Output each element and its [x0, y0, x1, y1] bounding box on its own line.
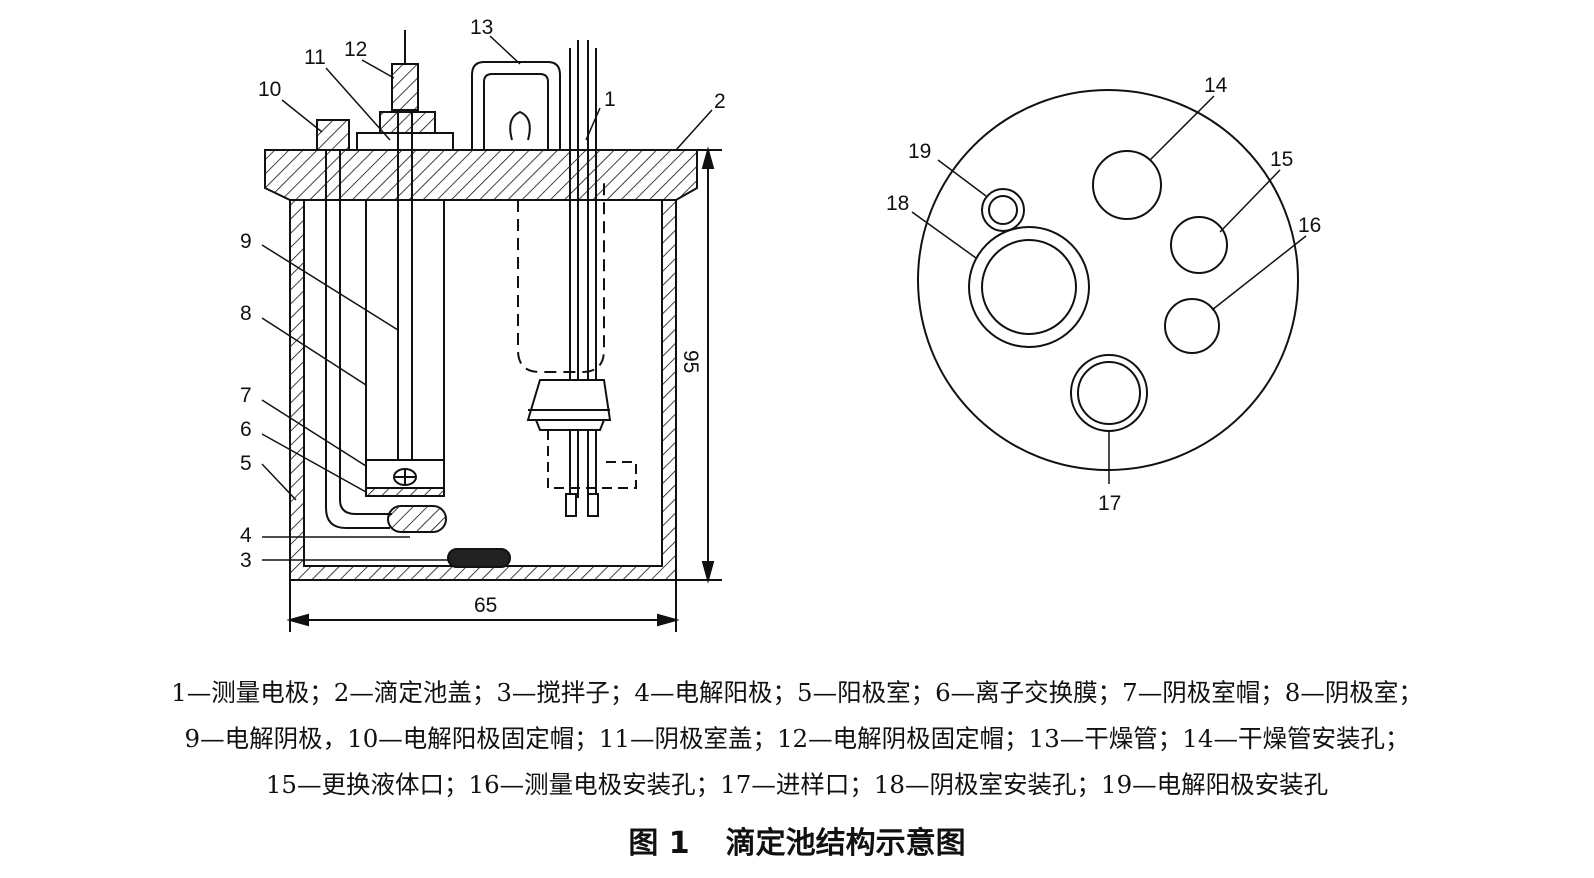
lid-outline-circle — [917, 89, 1299, 471]
label-9: 9 — [240, 230, 252, 253]
stir-bar — [447, 548, 511, 568]
cathode-chamber-hole-inner — [981, 239, 1077, 335]
legend-line-3: 15—更换液体口；16—测量电极安装孔；17—进样口；18—阴极室安装孔；19—… — [265, 770, 1329, 799]
label-14: 14 — [1204, 74, 1228, 97]
label-15: 15 — [1270, 148, 1293, 171]
label-5: 5 — [240, 452, 252, 475]
label-6: 6 — [240, 418, 252, 441]
label-11: 11 — [304, 46, 326, 69]
cathode-chamber-hole-outer — [968, 226, 1090, 348]
legend-line-2: 9—电解阴极，10—电解阳极固定帽；11—阴极室盖；12—电解阴极固定帽；13—… — [184, 724, 1410, 753]
anode-chamber-wall — [289, 199, 677, 581]
label-19: 19 — [908, 140, 931, 163]
drying-tube-hole — [1092, 150, 1162, 220]
sample-inlet-outer — [1070, 354, 1148, 432]
label-12: 12 — [344, 38, 367, 61]
legend-line-1: 1—测量电极；2—滴定池盖；3—搅拌子；4—电解阳极；5—阳极室；6—离子交换膜… — [171, 678, 1423, 707]
label-7: 7 — [240, 384, 252, 407]
anode-fixing-cap — [316, 119, 350, 151]
anode-hole-outer — [981, 188, 1025, 232]
label-16: 16 — [1298, 214, 1321, 237]
cathode-fixing-cap — [391, 63, 419, 111]
dimension-height-label: 95 — [679, 350, 702, 373]
top-view-labels: 14 15 16 17 18 19 — [886, 74, 1321, 515]
titration-cell-lid — [264, 149, 698, 201]
top-view — [911, 89, 1307, 484]
ion-exchange-membrane — [365, 487, 445, 497]
label-13: 13 — [470, 16, 493, 39]
side-view — [261, 30, 722, 632]
cathode-chamber — [365, 199, 445, 497]
drying-tube — [471, 61, 561, 150]
electrolytic-anode — [387, 505, 447, 533]
label-8: 8 — [240, 302, 252, 325]
liquid-exchange-port — [1170, 216, 1228, 274]
anode-hole-inner — [988, 195, 1018, 225]
sample-inlet-inner — [1077, 361, 1141, 425]
figure-number: 图 1 — [628, 826, 690, 861]
label-18: 18 — [886, 192, 909, 215]
dimension-width-label: 65 — [474, 594, 497, 617]
label-2: 2 — [714, 90, 726, 113]
label-3: 3 — [240, 549, 252, 572]
measuring-electrode-hole — [1164, 298, 1220, 354]
side-view-labels: 1 2 3 4 5 6 7 8 9 10 11 12 13 65 95 — [240, 16, 726, 617]
label-4: 4 — [240, 524, 252, 547]
cathode-chamber-cover — [356, 132, 454, 151]
figure-title-text: 滴定池结构示意图 — [725, 826, 966, 861]
label-10: 10 — [258, 78, 281, 101]
label-17: 17 — [1098, 492, 1121, 515]
figure-title: 图 1 滴定池结构示意图 — [0, 818, 1594, 862]
label-1: 1 — [604, 88, 616, 111]
